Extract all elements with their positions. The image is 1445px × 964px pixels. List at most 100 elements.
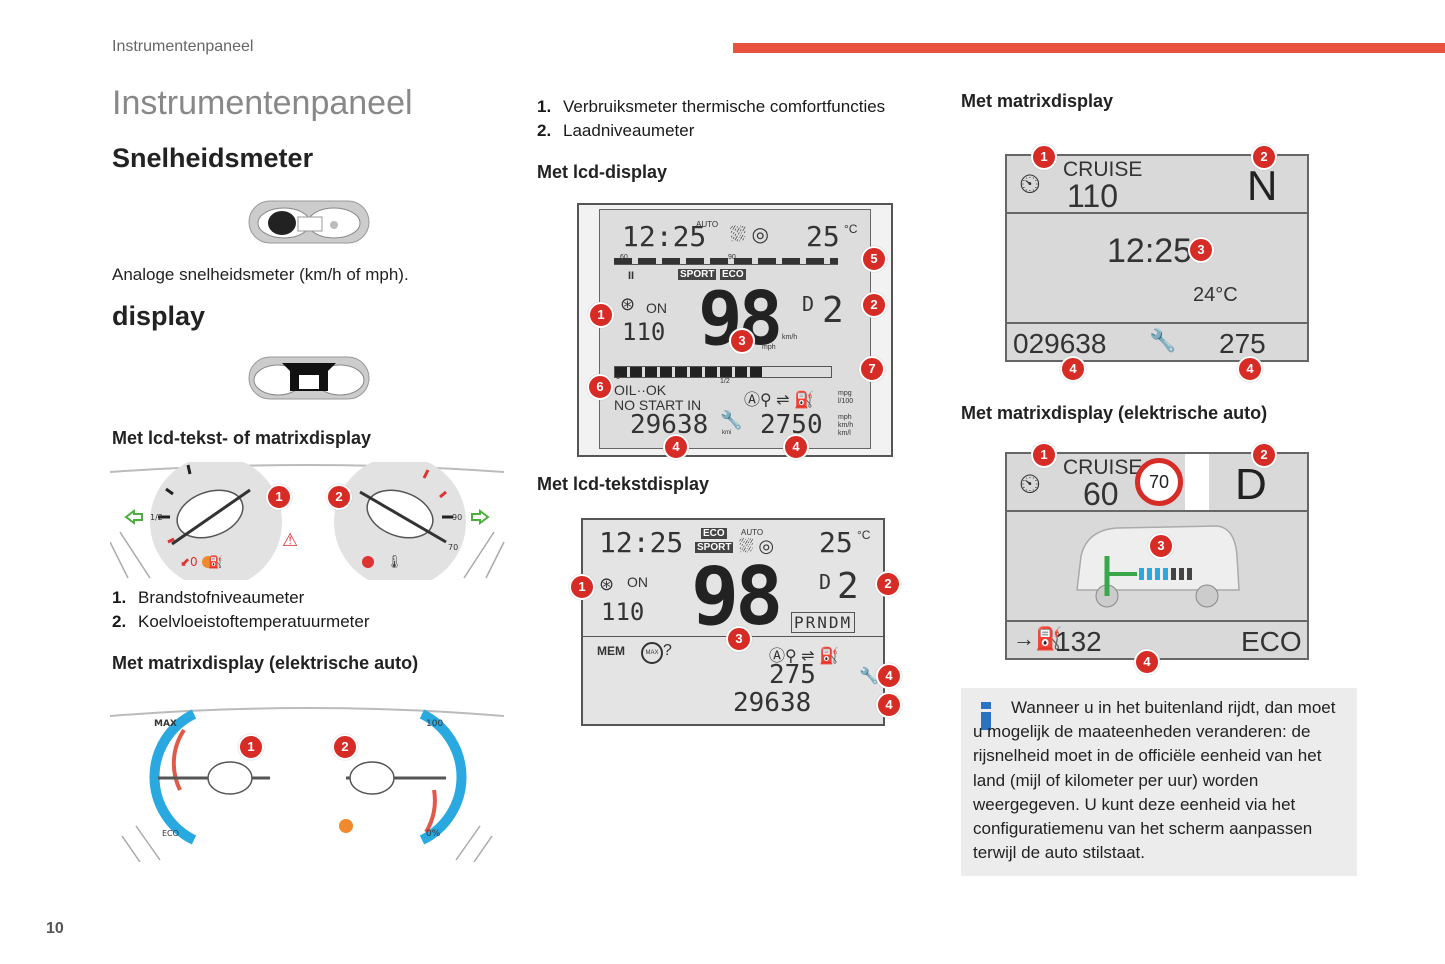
fuel-coolant-gauges: 1/2 ⬋0 ⛽ ⚠ 90 70 🌡 bbox=[110, 462, 505, 580]
matrix-cruise-speed: 110 bbox=[1067, 178, 1119, 214]
marker-4: 4 bbox=[783, 434, 809, 460]
marker-4: 4 bbox=[1134, 649, 1160, 675]
lcdtext-gear-num: 2 bbox=[837, 566, 859, 607]
page-title: Instrumentenpaneel bbox=[112, 84, 413, 122]
lcd-pause: II bbox=[628, 270, 635, 282]
lcdtext-temp: 25 bbox=[819, 526, 853, 559]
marker-4: 4 bbox=[663, 434, 689, 460]
section-header: Instrumentenpaneel bbox=[112, 38, 254, 55]
display-heading: display bbox=[112, 301, 206, 331]
lcd-on: ON bbox=[646, 300, 667, 316]
matrix-odometer: 029638 bbox=[1013, 328, 1107, 359]
wrench-icon: 🔧 bbox=[720, 410, 743, 430]
marker-1: 1 bbox=[266, 484, 292, 510]
lcd-text-display-heading: Met lcd-tekstdisplay bbox=[537, 474, 710, 494]
lcd-mode-sport: SPORT bbox=[678, 269, 717, 280]
matrix-display-heading: Met matrixdisplay bbox=[961, 91, 1114, 111]
lcd-time: 12:25 bbox=[622, 220, 707, 253]
list-item: 2.Laadniveaumeter bbox=[537, 121, 695, 140]
lcd-climate-icons: ⛆ ◎ bbox=[730, 224, 770, 246]
ev-max-label: MAX bbox=[154, 719, 177, 729]
lcd-speed-mph: mph bbox=[762, 344, 776, 351]
ev-100-label: 100 bbox=[426, 719, 443, 729]
analog-cluster-icon bbox=[248, 200, 370, 244]
lcdtext-range: 275 bbox=[769, 660, 816, 690]
gauge-70-label: 70 bbox=[448, 543, 458, 552]
wrench-icon: 🔧 bbox=[1149, 328, 1177, 353]
seatbelt-icon: ⚠ bbox=[282, 530, 298, 551]
marker-2: 2 bbox=[861, 292, 887, 318]
ev-gear: D bbox=[1235, 460, 1267, 509]
ev-cruise-label: CRUISE bbox=[1063, 456, 1143, 479]
list-item: 1.Verbruiksmeter thermische comfortfunct… bbox=[537, 97, 886, 116]
charge-plug-icon: →⛽ bbox=[1013, 626, 1063, 651]
lcd-assist-icons: Ⓐ⚲ ⇌ ⛽ bbox=[744, 392, 814, 409]
lcdtext-time: 12:25 bbox=[599, 526, 684, 559]
lcd-cruise-speed: 110 bbox=[622, 318, 666, 346]
matrix-ev-display-panel: ⏲ CRUISE 60 70 D →⛽ 132 ECO bbox=[1005, 452, 1309, 660]
gauge-legend-list: 1.Brandstofniveaumeter 2.Koelvloeistofte… bbox=[112, 586, 370, 634]
marker-3: 3 bbox=[1148, 533, 1174, 559]
lcd-auto: AUTO bbox=[696, 220, 719, 229]
gauge-90-label: 90 bbox=[452, 513, 462, 522]
marker-4: 4 bbox=[1237, 356, 1263, 382]
marker-4: 4 bbox=[1060, 356, 1086, 382]
lcdtext-eco: ECO bbox=[701, 528, 727, 539]
ev-gauges-heading: Met matrixdisplay (elektrische auto) bbox=[112, 653, 419, 673]
matrix-cruise-label: CRUISE bbox=[1063, 158, 1143, 181]
lcd-temp: 25 bbox=[806, 220, 840, 253]
cruise-gauge-icon: ⏲ bbox=[1019, 468, 1041, 499]
lcd-matrix-heading: Met lcd-tekst- of matrixdisplay bbox=[112, 428, 372, 448]
marker-2: 2 bbox=[875, 571, 901, 597]
marker-3: 3 bbox=[726, 626, 752, 652]
lcdtext-temp-unit: °C bbox=[857, 528, 871, 542]
lcd-gear-num: 2 bbox=[822, 290, 844, 331]
marker-2: 2 bbox=[326, 484, 352, 510]
lcd-display-heading: Met lcd-display bbox=[537, 162, 668, 182]
lcd-temp-unit: °C bbox=[844, 222, 858, 236]
marker-2: 2 bbox=[1251, 144, 1277, 170]
lcdtext-max: MAX bbox=[641, 642, 663, 664]
marker-1: 1 bbox=[1031, 144, 1057, 170]
svg-text:⬋0: ⬋0 bbox=[180, 555, 198, 569]
lcdtext-sport: SPORT bbox=[695, 542, 734, 553]
lcdtext-assist-icons: Ⓐ⚲ ⇌ ⛽ bbox=[769, 648, 839, 665]
lcd-gear: D bbox=[802, 292, 815, 316]
svg-text:⛽: ⛽ bbox=[208, 555, 223, 569]
marker-6: 6 bbox=[587, 374, 613, 400]
page-number: 10 bbox=[46, 920, 64, 937]
lcd-cruise-icon: ⊛ bbox=[620, 294, 636, 314]
marker-2: 2 bbox=[1251, 442, 1277, 468]
marker-1: 1 bbox=[588, 302, 614, 328]
lcdtext-auto: AUTO bbox=[741, 528, 764, 537]
marker-2: 2 bbox=[332, 734, 358, 760]
marker-1: 1 bbox=[1031, 442, 1057, 468]
marker-3: 3 bbox=[729, 328, 755, 354]
info-icon bbox=[981, 702, 991, 730]
lcdtext-cruise-speed: 110 bbox=[601, 598, 645, 626]
marker-1: 1 bbox=[238, 734, 264, 760]
lcdtext-odometer: 29638 bbox=[733, 688, 812, 718]
speed-limit-sign: 70 bbox=[1135, 458, 1183, 506]
lcd-fuel-bar bbox=[614, 366, 832, 378]
lcdtext-mem: MEM bbox=[597, 644, 625, 658]
ev-gauges: MAX ECO 100 0% bbox=[110, 707, 505, 862]
speedometer-heading: Snelheidsmeter bbox=[112, 143, 314, 173]
lcd-scale-60: 60 bbox=[620, 254, 628, 261]
analog-caption: Analoge snelheidsmeter (km/h of mph). bbox=[112, 265, 409, 284]
marker-5: 5 bbox=[861, 246, 887, 272]
lcd-odo-unit: kmi bbox=[722, 430, 732, 436]
wrench-icon: 🔧 bbox=[859, 668, 879, 685]
lcd-no-start: NO START IN bbox=[614, 397, 702, 413]
info-note-text: Wanneer u in het buitenland rijdt, dan m… bbox=[973, 698, 1336, 863]
marker-3: 3 bbox=[1188, 237, 1214, 263]
ev-range: 132 bbox=[1055, 626, 1102, 657]
matrix-range: 275 bbox=[1219, 328, 1266, 359]
list-item: 1.Brandstofniveaumeter bbox=[112, 588, 305, 607]
lcdtext-prndm: PRNDM bbox=[791, 612, 856, 633]
lcd-oil: OIL··OK bbox=[614, 382, 667, 398]
marker-1: 1 bbox=[569, 574, 595, 600]
lcdtext-climate-icons: ⛆ ◎ bbox=[739, 536, 775, 556]
lcd-consumption-bar bbox=[614, 258, 838, 265]
